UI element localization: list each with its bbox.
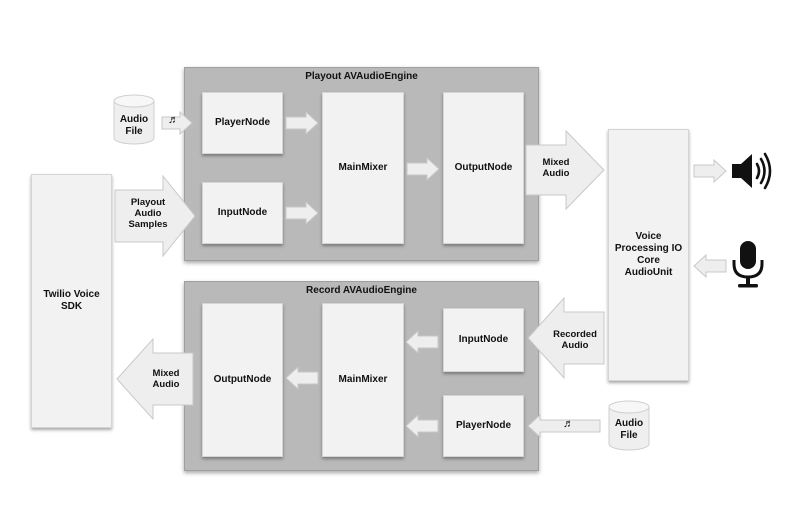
audio-file-top: Audio File [113, 94, 155, 146]
twilio-voice-sdk: Twilio Voice SDK [31, 174, 112, 428]
microphone-icon [732, 241, 764, 288]
arrow-rec-input-to-mixer [405, 329, 439, 355]
arrow-io-to-speaker [693, 158, 727, 184]
record-main-mixer: MainMixer [322, 303, 404, 457]
cylinder-shape-bottom [608, 400, 650, 451]
label-recorded-audio: Recorded Audio [553, 329, 597, 351]
playout-main-mixer: MainMixer [322, 92, 404, 244]
playout-player-node: PlayerNode [202, 92, 283, 154]
arrow-rec-mixer-to-output [285, 365, 319, 391]
arrow-recorded-audio [527, 296, 605, 380]
label-mixed-audio-out: Mixed Audio [542, 157, 570, 179]
record-input-node: InputNode [443, 308, 524, 372]
label-playout-audio-samples: Playout Audio Samples [128, 197, 168, 230]
arrow-file-to-player [161, 110, 193, 136]
arrow-input-to-mixer [285, 200, 319, 226]
arrow-mixed-audio-to-sdk [116, 337, 194, 421]
arrow-playout-samples [114, 174, 196, 258]
arrow-rec-player-to-mixer [405, 413, 439, 439]
sdk-line-1: Twilio Voice [43, 289, 100, 300]
music-note-icon: ♬ [168, 114, 179, 126]
record-output-node: OutputNode [202, 303, 283, 457]
playout-engine-title: Playout AVAudioEngine [305, 71, 418, 82]
sdk-line-2: SDK [60, 301, 83, 312]
speaker-icon [732, 152, 772, 190]
record-engine-title: Record AVAudioEngine [306, 285, 417, 296]
record-player-node: PlayerNode [443, 395, 524, 457]
music-note-icon-bottom: ♬ [563, 418, 574, 430]
voice-processing-io-audiounit: Voice Processing IO Core AudioUnit [608, 129, 689, 381]
playout-input-node: InputNode [202, 182, 283, 244]
arrow-mixer-to-output [406, 156, 440, 182]
playout-output-node: OutputNode [443, 92, 524, 244]
cylinder-shape-top [113, 94, 155, 145]
arrow-file-to-rec-player [527, 413, 601, 439]
arrow-mixed-audio-to-io [525, 129, 605, 211]
label-mixed-audio-sdk: Mixed Audio [152, 368, 180, 390]
arrow-mic-to-io [693, 253, 727, 279]
audio-file-bottom: Audio File [608, 400, 650, 452]
arrow-player-to-mixer [285, 110, 319, 136]
